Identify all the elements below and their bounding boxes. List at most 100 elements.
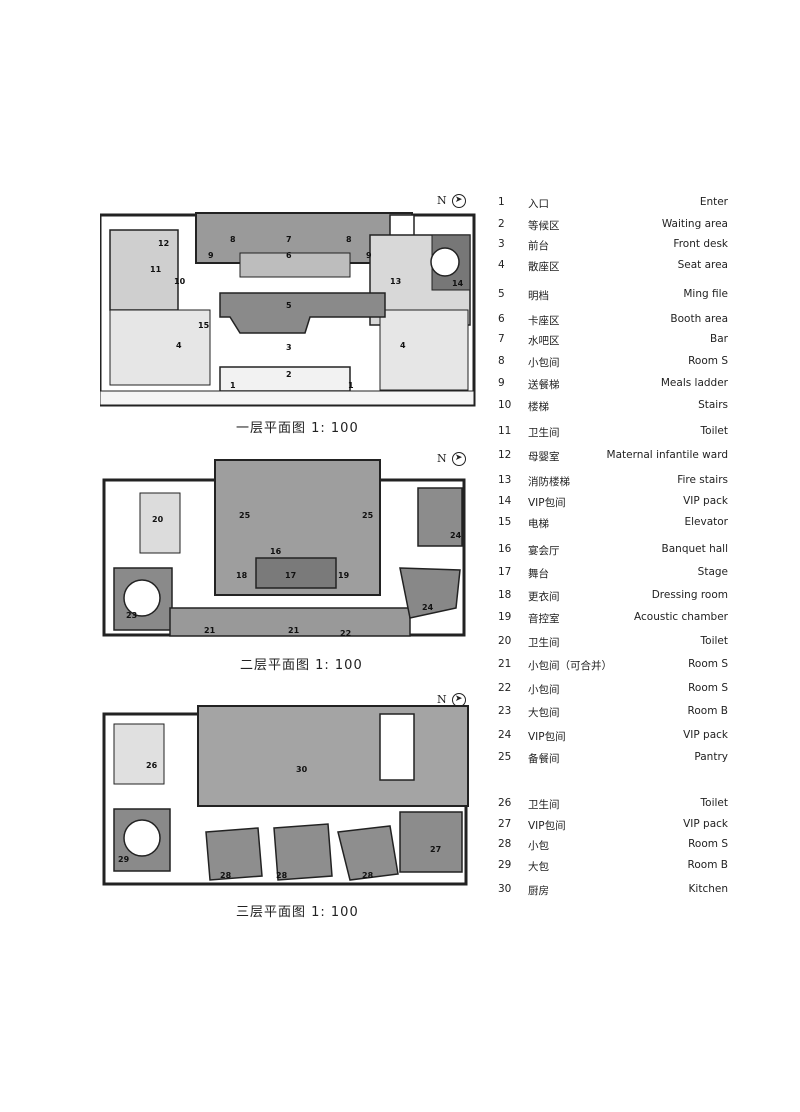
room-label: 10 xyxy=(174,277,186,286)
legend-english-name: Room S xyxy=(688,658,728,670)
room-label: 16 xyxy=(270,547,282,556)
legend-english-name: Room S xyxy=(688,838,728,850)
room-label: 12 xyxy=(158,239,169,248)
room-number-labels: 16 17 18 19 20 21 21 22 23 24 24 25 25 xyxy=(126,511,462,638)
floor-2-plan: 16 17 18 19 20 21 21 22 23 24 24 25 25 xyxy=(100,458,480,643)
room-label: 5 xyxy=(286,301,292,310)
legend-english-name: Pantry xyxy=(694,751,728,763)
north-arrow-icon: ➤ xyxy=(451,194,466,208)
room-label: 18 xyxy=(236,571,248,580)
legend-chinese-name: 卫生间 xyxy=(528,637,560,649)
room-label: 1 xyxy=(348,381,354,390)
room-label: 30 xyxy=(296,765,308,774)
legend-row: 8 小包间 Room S xyxy=(498,355,728,371)
room-label: 4 xyxy=(176,341,182,350)
legend-english-name: Stairs xyxy=(698,399,728,411)
legend-chinese-name: 小包间 xyxy=(528,357,560,369)
legend-number: 26 xyxy=(498,797,512,809)
floor-3-plan: 26 27 28 28 28 29 30 xyxy=(100,704,480,889)
legend-english-name: Toilet xyxy=(700,635,728,647)
legend-number: 14 xyxy=(498,495,512,507)
legend-english-name: Booth area xyxy=(670,313,728,325)
legend-number: 21 xyxy=(498,658,512,670)
legend-number: 3 xyxy=(498,238,505,250)
legend-number: 18 xyxy=(498,589,512,601)
legend-row: 1 入口 Enter xyxy=(498,196,728,212)
room-label: 26 xyxy=(146,761,158,770)
legend-chinese-name: 母婴室 xyxy=(528,451,560,463)
room-label: 24 xyxy=(450,531,462,540)
floor-3-caption: 三层平面图 1: 100 xyxy=(236,905,359,920)
legend-english-name: Bar xyxy=(710,333,728,345)
legend-english-name: Room B xyxy=(687,859,728,871)
legend-english-name: Room S xyxy=(688,355,728,367)
legend-number: 10 xyxy=(498,399,512,411)
legend-chinese-name: 入口 xyxy=(528,198,549,210)
legend-number: 1 xyxy=(498,196,505,208)
legend-number: 8 xyxy=(498,355,505,367)
room-label: 25 xyxy=(362,511,374,520)
north-arrow-icon: ➤ xyxy=(451,693,466,707)
room-label: 9 xyxy=(366,251,372,260)
legend-number: 27 xyxy=(498,818,512,830)
room-label: 9 xyxy=(208,251,214,260)
room-label: 7 xyxy=(286,235,292,244)
north-arrow-icon: ➤ xyxy=(451,452,466,466)
room-label: 11 xyxy=(150,265,162,274)
legend-number: 6 xyxy=(498,313,505,325)
legend-english-name: Toilet xyxy=(700,797,728,809)
legend-english-name: VIP pack xyxy=(683,495,728,507)
legend-number: 29 xyxy=(498,859,512,871)
legend-english-name: Seat area xyxy=(677,259,728,271)
room-label: 2 xyxy=(286,370,292,379)
legend-chinese-name: 大包 xyxy=(528,861,549,873)
legend-chinese-name: 卫生间 xyxy=(528,427,560,439)
legend-number: 20 xyxy=(498,635,512,647)
legend-row: 20 卫生间 Toilet xyxy=(498,635,728,651)
north-indicator: N➤ xyxy=(437,452,466,466)
legend-english-name: Stage xyxy=(697,566,728,578)
legend-english-name: VIP pack xyxy=(683,729,728,741)
legend-row: 29 大包 Room B xyxy=(498,859,728,875)
floor-1-caption: 一层平面图 1: 100 xyxy=(236,421,359,436)
legend-chinese-name: 更衣间 xyxy=(528,591,560,603)
room-label: 28 xyxy=(276,871,288,880)
north-indicator: N➤ xyxy=(437,194,466,208)
room-label: 17 xyxy=(285,571,296,580)
legend-number: 9 xyxy=(498,377,505,389)
room-label: 29 xyxy=(118,855,130,864)
legend-chinese-name: 大包间 xyxy=(528,707,560,719)
legend-english-name: Meals ladder xyxy=(660,377,728,389)
floor-1-plan: 1 1 2 3 4 4 5 6 7 8 8 9 9 10 11 12 13 14… xyxy=(100,205,480,410)
legend-chinese-name: 等候区 xyxy=(528,220,560,232)
legend-number: 15 xyxy=(498,516,512,528)
legend-number: 17 xyxy=(498,566,512,578)
legend-english-name: Fire stairs xyxy=(677,474,728,486)
room-label: 14 xyxy=(452,279,464,288)
legend-english-name: Enter xyxy=(699,196,728,208)
room-label: 6 xyxy=(286,251,292,260)
legend-number: 12 xyxy=(498,449,512,461)
legend-number: 2 xyxy=(498,218,505,230)
legend-chinese-name: 舞台 xyxy=(528,568,549,580)
room-label: 22 xyxy=(340,629,351,638)
legend-english-name: Front desk xyxy=(673,238,728,250)
legend-chinese-name: 小包间（可合并） xyxy=(528,660,612,672)
legend-chinese-name: 备餐间 xyxy=(528,753,560,765)
room-label: 20 xyxy=(152,515,164,524)
legend-number: 30 xyxy=(498,883,512,895)
north-label: N xyxy=(437,693,447,706)
